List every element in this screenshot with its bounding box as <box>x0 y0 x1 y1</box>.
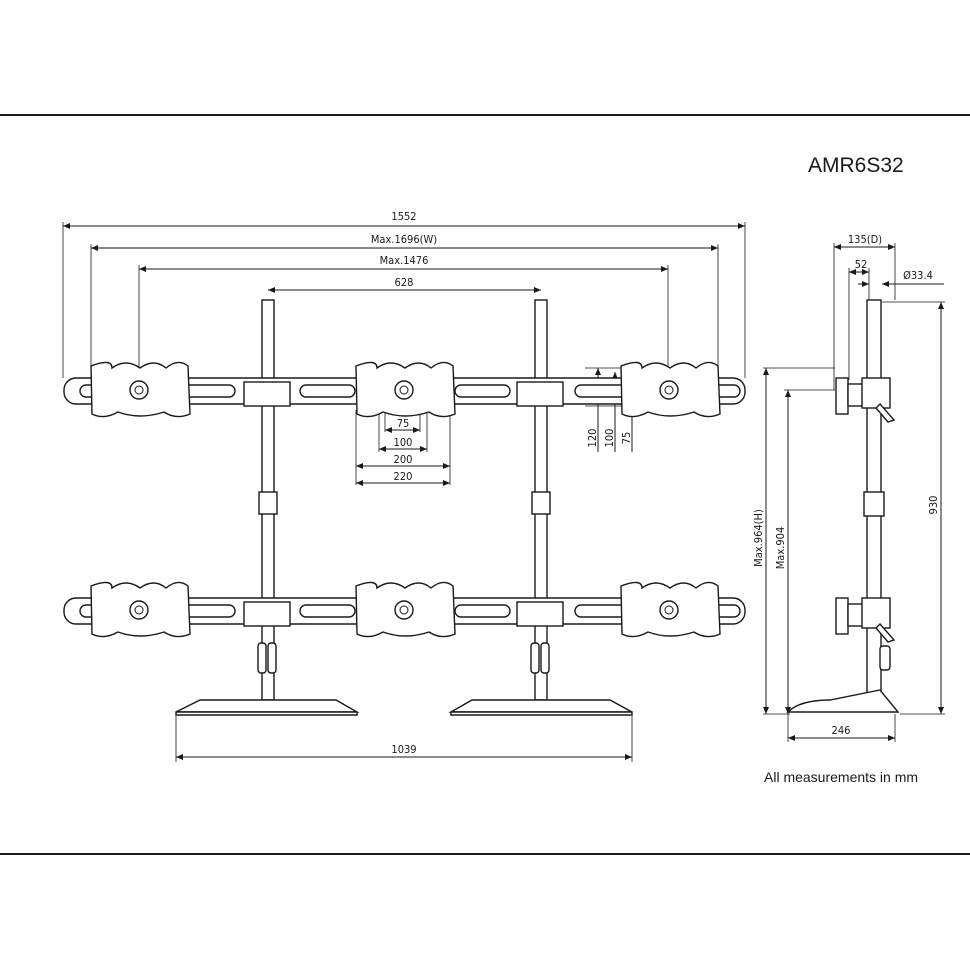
dim-overall-width: 1552 <box>391 210 416 223</box>
dim-max-span: Max.1476 <box>380 254 429 267</box>
front-view-mount <box>63 299 746 716</box>
model-number: AMR6S32 <box>808 154 904 177</box>
dim-vesa-75: 75 <box>397 417 410 430</box>
side-dimensions: 135(D) 52 Ø33.4 Max.964(H) Max.904 930 2… <box>752 233 945 742</box>
left-base <box>175 699 360 713</box>
right-base <box>448 699 633 713</box>
vesa-plate-upper-right <box>620 361 721 418</box>
vesa-plate-lower-center <box>355 581 456 638</box>
dim-base-depth: 246 <box>832 724 851 737</box>
dim-max-904: Max.904 <box>774 527 787 570</box>
vesa-plate-lower-right <box>620 581 721 638</box>
measurement-note: All measurements in mm <box>764 769 919 785</box>
dim-vesa-220: 220 <box>394 470 413 483</box>
side-base <box>786 689 900 713</box>
dim-max-width: Max.1696(W) <box>371 233 437 246</box>
dim-pole-spacing: 628 <box>395 276 414 289</box>
dim-max-height: Max.964(H) <box>752 509 765 567</box>
dim-depth: 135(D) <box>848 233 882 246</box>
top-border-line <box>0 114 970 116</box>
bottom-border-line <box>0 853 970 855</box>
dim-height-930: 930 <box>927 496 940 515</box>
dim-offset: 52 <box>855 258 868 271</box>
vesa-plate-lower-left <box>90 581 191 638</box>
dim-vesa-100: 100 <box>394 436 413 449</box>
dim-vesa-200: 200 <box>394 453 413 466</box>
vesa-plate-upper-center <box>355 361 456 418</box>
dim-vertical-120: 120 <box>586 429 599 448</box>
front-dimensions: 1552 Max.1696(W) Max.1476 628 75 100 200… <box>62 210 746 762</box>
dim-base-width: 1039 <box>391 743 416 756</box>
dim-vertical-100: 100 <box>603 429 616 448</box>
vesa-plate-upper-left <box>90 361 191 418</box>
dim-vertical-75: 75 <box>620 432 633 445</box>
side-view-mount <box>786 299 900 713</box>
dim-pole-diameter: Ø33.4 <box>903 269 933 282</box>
